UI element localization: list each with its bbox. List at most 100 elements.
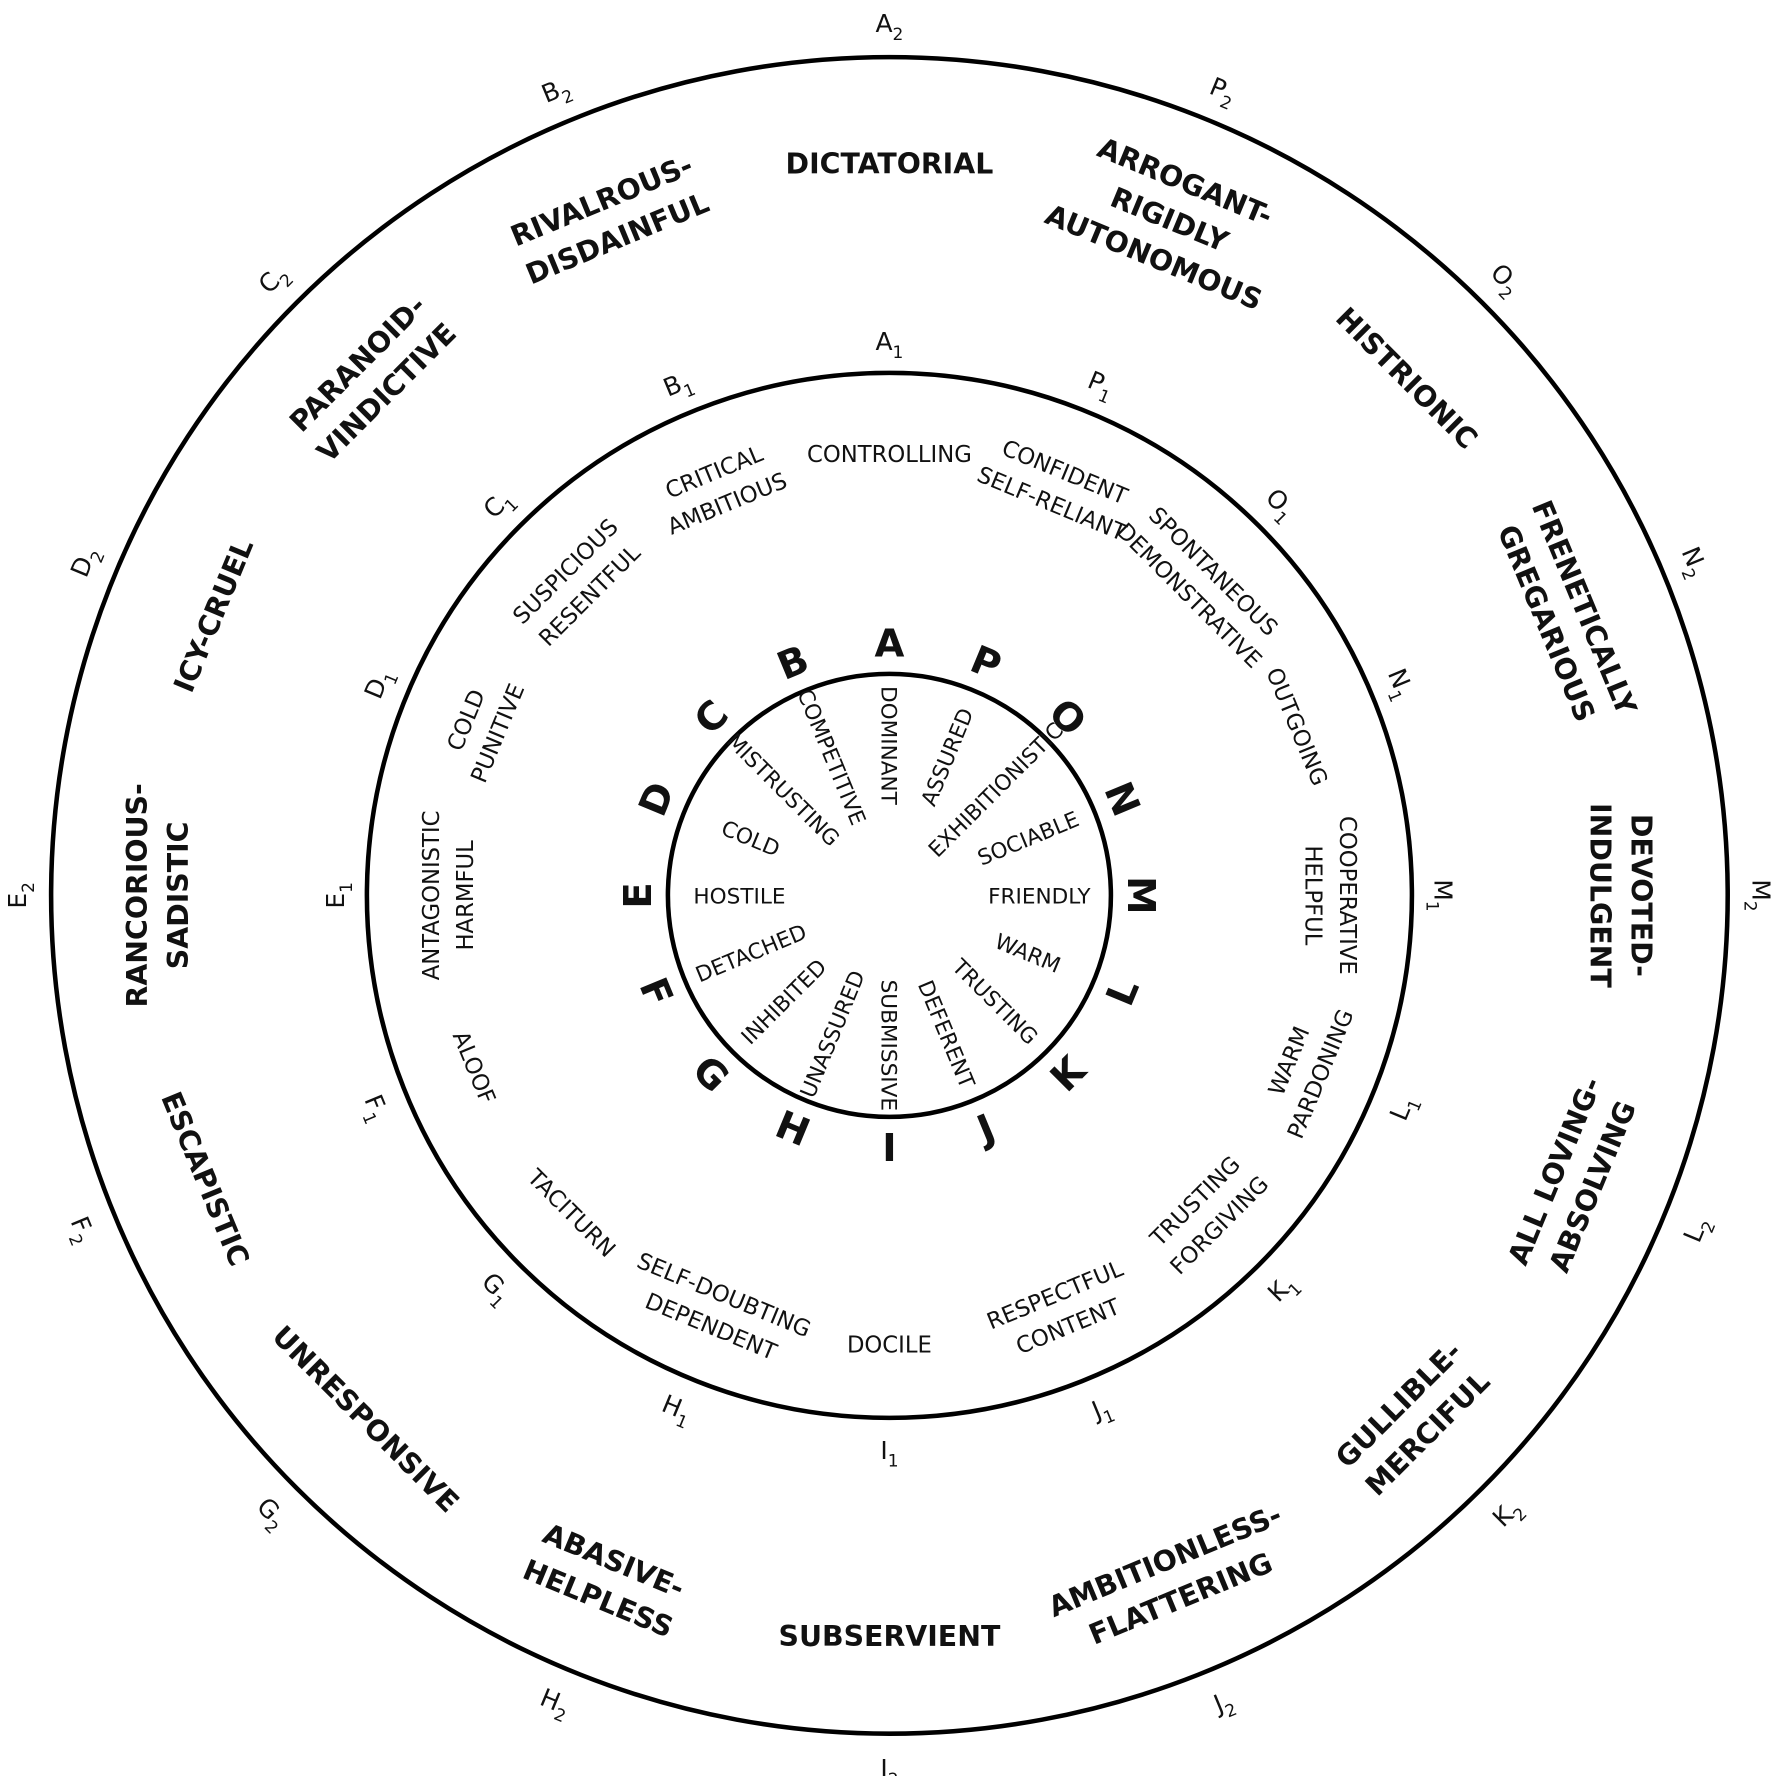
segment-letter-D-line: D bbox=[630, 776, 684, 823]
outer-segment-label-I: I2 bbox=[880, 1754, 898, 1776]
middle-segment-label-L: L1 bbox=[1384, 1091, 1427, 1128]
segment-letter-A-line: A bbox=[874, 622, 904, 667]
segment-letter-B: B bbox=[771, 637, 815, 690]
outer-segment-label-N: N2 bbox=[1669, 543, 1714, 584]
segment-letter-J: J bbox=[968, 1106, 1001, 1154]
outer-trait-M-line: INDULGENT bbox=[1584, 803, 1617, 988]
segment-letter-I-line: I bbox=[882, 1126, 896, 1171]
inner-trait-I: SUBMISSIVE bbox=[875, 980, 900, 1111]
outer-segment-label-L: L2 bbox=[1678, 1212, 1721, 1249]
inner-trait-N-line: SOCIABLE bbox=[974, 807, 1083, 871]
outer-segment-label-J: J2 bbox=[1208, 1685, 1240, 1726]
inner-trait-D: COLD bbox=[717, 816, 783, 862]
middle-trait-N: OUTGOING bbox=[1260, 664, 1332, 790]
segment-letter-D: D bbox=[630, 776, 684, 823]
inner-trait-E-line: HOSTILE bbox=[693, 884, 785, 909]
outer-segment-label-M: M2 bbox=[1740, 879, 1772, 911]
inner-trait-A: DOMINANT bbox=[875, 686, 900, 806]
outer-segment-label-K: K2 bbox=[1487, 1493, 1532, 1538]
segment-letter-H-line: H bbox=[769, 1102, 816, 1156]
outer-trait-O: HISTRIONIC bbox=[1329, 301, 1484, 456]
segment-letter-C-line: C bbox=[686, 692, 738, 744]
inner-trait-A-line: DOMINANT bbox=[875, 686, 900, 806]
middle-trait-D: COLDPUNITIVE bbox=[435, 667, 530, 786]
outer-trait-K: GULLIBLE-MERCIFUL bbox=[1329, 1335, 1497, 1503]
middle-trait-A: CONTROLLING bbox=[807, 442, 972, 468]
inner-trait-E: HOSTILE bbox=[693, 884, 785, 909]
inner-trait-D-line: COLD bbox=[717, 816, 783, 862]
segment-letter-B-line: B bbox=[771, 637, 815, 690]
middle-segment-label-G: G1 bbox=[471, 1267, 518, 1314]
middle-segment-label-P: P1 bbox=[1081, 365, 1119, 408]
middle-trait-N-line: OUTGOING bbox=[1260, 664, 1332, 790]
segment-letter-E: E bbox=[616, 882, 661, 908]
middle-trait-F-line: ALOOF bbox=[447, 1027, 500, 1107]
middle-trait-E-line: HARMFUL bbox=[453, 840, 479, 951]
segment-letter-J-line: J bbox=[968, 1106, 1001, 1154]
segment-letter-P-line: P bbox=[964, 637, 1007, 689]
inner-trait-P-line: ASSURED bbox=[917, 705, 980, 810]
outer-trait-P: ARROGANT-RIGIDLYAUTONOMOUS bbox=[1040, 122, 1298, 317]
outer-trait-B: RIVALROUS-DISDAINFUL bbox=[505, 148, 713, 291]
outer-trait-F-line: ESCAPISTIC bbox=[154, 1087, 255, 1271]
inner-trait-N: SOCIABLE bbox=[974, 807, 1083, 871]
outer-trait-M: DEVOTED-INDULGENT bbox=[1584, 803, 1658, 988]
middle-trait-E-line: ANTAGONISTIC bbox=[419, 811, 445, 981]
middle-segment-label-B: B1 bbox=[659, 365, 699, 409]
outer-trait-D: ICY-CRUEL bbox=[167, 534, 260, 697]
middle-segment-label-D: D1 bbox=[359, 664, 404, 706]
middle-ring bbox=[364, 370, 1415, 1421]
segment-letter-F: F bbox=[630, 972, 682, 1014]
middle-trait-M-line: HELPFUL bbox=[1300, 845, 1326, 945]
outer-segment-label-D: D2 bbox=[65, 542, 110, 584]
inner-trait-P: ASSURED bbox=[917, 705, 980, 810]
middle-trait-K: TRUSTINGFORGIVING bbox=[1141, 1147, 1274, 1280]
inner-trait-M-line: FRIENDLY bbox=[988, 884, 1091, 909]
middle-trait-F: ALOOF bbox=[447, 1027, 500, 1107]
outer-trait-A: DICTATORIAL bbox=[786, 148, 994, 181]
inner-trait-L: WARM bbox=[991, 929, 1064, 978]
outer-trait-J: AMBITIONLESS-FLATTERING bbox=[1044, 1498, 1302, 1662]
outer-trait-D-line: ICY-CRUEL bbox=[167, 534, 260, 697]
segment-letter-H: H bbox=[769, 1102, 816, 1156]
middle-trait-M: COOPERATIVE HELPFUL bbox=[1300, 816, 1360, 975]
outer-segment-label-B: B2 bbox=[537, 71, 577, 115]
inner-ring bbox=[665, 671, 1114, 1120]
middle-trait-C: SUSPICIOUSRESENTFUL bbox=[508, 514, 648, 654]
outer-trait-O-line: HISTRIONIC bbox=[1329, 301, 1484, 456]
middle-trait-B: CRITICALAMBITIOUS bbox=[651, 436, 791, 540]
segment-letter-P: P bbox=[964, 637, 1007, 689]
middle-trait-G: TACITURN bbox=[521, 1164, 620, 1263]
middle-trait-M-line: COOPERATIVE bbox=[1334, 816, 1360, 975]
segment-letter-K-line: K bbox=[1042, 1046, 1096, 1100]
middle-segment-label-E: E1 bbox=[321, 882, 357, 909]
middle-segment-label-M: M1 bbox=[1422, 879, 1458, 911]
segment-letter-F-line: F bbox=[630, 972, 682, 1014]
outer-trait-I: SUBSERVIENT bbox=[779, 1620, 1001, 1653]
outer-trait-C: PARANOID-VINDICTIVE bbox=[282, 288, 463, 469]
middle-segment-label-H: H1 bbox=[655, 1389, 696, 1434]
outer-trait-E-line: RANCORIOUS- bbox=[121, 783, 154, 1007]
outer-trait-N: FRENETICALLYGREGARIOUS bbox=[1487, 496, 1643, 736]
inner-trait-L-line: WARM bbox=[991, 929, 1064, 978]
segment-letter-C: C bbox=[686, 692, 738, 744]
middle-trait-A-line: CONTROLLING bbox=[807, 442, 972, 468]
outer-segment-label-E: E2 bbox=[3, 882, 39, 909]
outer-segment-label-C: C2 bbox=[253, 259, 298, 304]
segment-letter-A: A bbox=[874, 622, 904, 667]
segment-letter-M: M bbox=[1118, 876, 1163, 914]
outer-trait-M-line: DEVOTED- bbox=[1625, 814, 1658, 977]
middle-trait-E: ANTAGONISTIC HARMFUL bbox=[419, 811, 479, 981]
middle-segment-label-J: J1 bbox=[1086, 1391, 1118, 1432]
middle-segment-label-C: C1 bbox=[478, 484, 523, 529]
middle-segment-label-A: A1 bbox=[875, 327, 903, 363]
inner-trait-G-line: INHIBITED bbox=[737, 955, 832, 1050]
inner-trait-G: INHIBITED bbox=[737, 955, 832, 1050]
outer-segment-label-F: F2 bbox=[58, 1212, 101, 1249]
outer-trait-A-line: DICTATORIAL bbox=[786, 148, 994, 181]
segment-letter-K: K bbox=[1042, 1046, 1096, 1100]
segment-letter-L: L bbox=[1098, 972, 1149, 1012]
segment-letter-E-line: E bbox=[616, 882, 661, 908]
segment-letter-G: G bbox=[683, 1047, 737, 1101]
